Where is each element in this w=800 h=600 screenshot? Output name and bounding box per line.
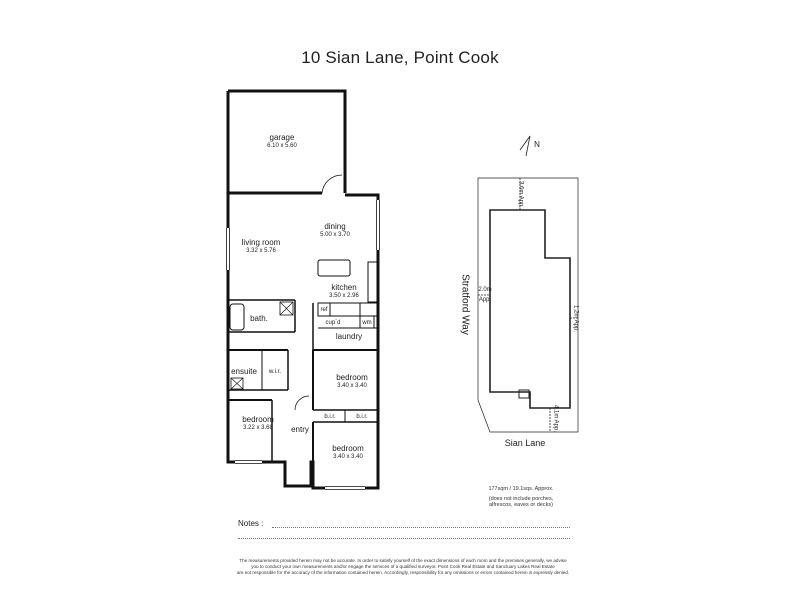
site-plan xyxy=(477,177,579,433)
room-entry: entry xyxy=(291,425,309,434)
closet-bir-1: b.i.r. xyxy=(324,414,336,420)
fixture-cupd: cup`d xyxy=(325,320,341,326)
area-note: 177sqm / 19.1sqs. Approx. (does not incl… xyxy=(488,486,554,508)
setback-bottom: 4.1m App. xyxy=(552,404,559,433)
room-ensuite: ensuite xyxy=(231,367,257,376)
street-stratford-way: Stratford Way xyxy=(459,274,471,335)
street-sian-lane: Sian Lane xyxy=(504,438,546,448)
notes-label: Notes : xyxy=(238,519,264,528)
fixture-wm: wm xyxy=(362,320,372,326)
north-label: N xyxy=(534,140,540,149)
page-title: 10 Sian Lane, Point Cook xyxy=(301,48,499,67)
north-arrow-icon xyxy=(519,135,531,157)
notes-line xyxy=(272,527,570,528)
closet-bir-2: b.i.r. xyxy=(356,414,368,420)
disclaimer: The measurements provided herein may not… xyxy=(236,558,570,575)
setback-top: 3.6m App. xyxy=(517,180,524,209)
setback-left-value: 2.0m xyxy=(478,287,492,293)
garage-right-wall xyxy=(228,89,347,193)
house-outer-wall xyxy=(226,193,380,490)
fixture-ref: ref xyxy=(320,307,328,313)
setback-left-app: App. xyxy=(478,297,492,303)
setback-right: 1.2m App. xyxy=(572,304,579,333)
notes-line-2 xyxy=(238,538,570,539)
room-laundry: laundry xyxy=(335,332,363,341)
room-wir: w.i.r. xyxy=(268,369,281,375)
room-bath: bath. xyxy=(250,314,268,323)
